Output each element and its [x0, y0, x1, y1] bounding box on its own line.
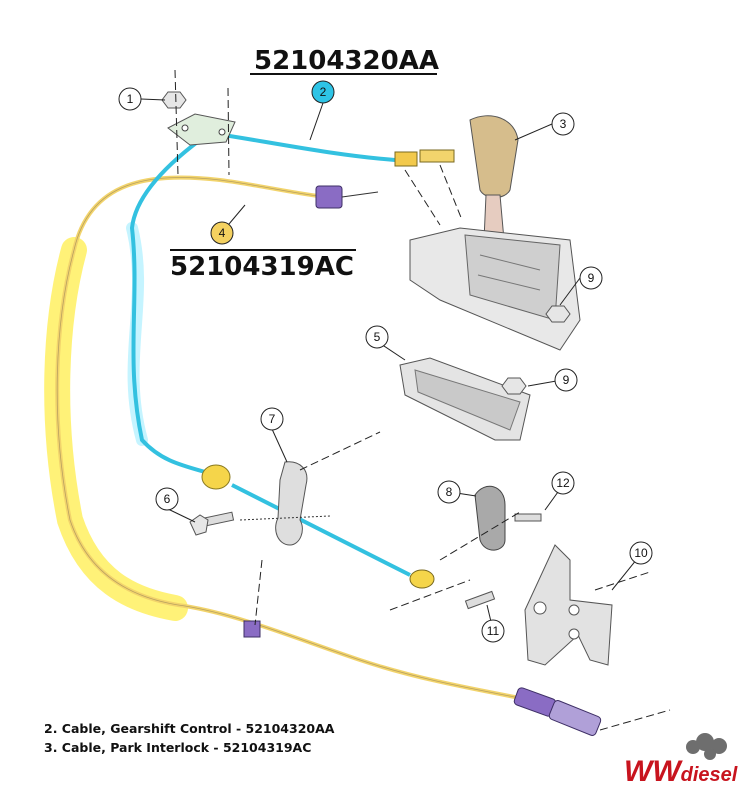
callout-11: 11	[481, 619, 505, 643]
svg-text:8: 8	[446, 485, 453, 499]
svg-text:12: 12	[556, 476, 570, 490]
nut-4	[161, 91, 187, 109]
svg-text:3: 3	[560, 117, 567, 131]
leader-lines	[140, 98, 642, 631]
gearshift-cable-rod	[231, 483, 411, 577]
svg-text:1: 1	[127, 92, 134, 106]
mounting-bracket-10	[524, 544, 613, 666]
callout-1: 3	[551, 112, 575, 136]
svg-text:2: 2	[320, 85, 327, 99]
callout-10: 10	[629, 541, 653, 565]
svg-text:4: 4	[219, 226, 226, 240]
wwdiesel-logo: WWdiesel	[624, 757, 737, 787]
bolt-12	[514, 513, 542, 522]
callout-6: 6	[155, 487, 179, 511]
svg-text:5: 5	[374, 330, 381, 344]
svg-text:9: 9	[563, 373, 570, 387]
alignment-lines	[174, 69, 671, 731]
callout-9a: 9	[579, 266, 603, 290]
gearshift-cable-fitting	[394, 151, 418, 167]
nut-9a	[545, 305, 571, 323]
logo-ww: WW	[624, 755, 681, 788]
shifter-assembly	[409, 115, 581, 351]
callout-5: 5	[365, 325, 389, 349]
callout-7: 7	[260, 407, 284, 431]
cable-end-eyelet	[409, 569, 435, 589]
callout-2: 2	[311, 80, 335, 104]
bolt-11	[464, 590, 496, 610]
cable-mount-bracket	[167, 113, 236, 146]
cable-grommet	[201, 464, 231, 490]
callout-12: 12	[551, 471, 575, 495]
legend-line-park: 3. Cable, Park Interlock - 52104319AC	[44, 740, 312, 755]
shift-lever	[275, 461, 308, 546]
svg-text:10: 10	[634, 546, 648, 560]
park-cable-edge	[56, 177, 531, 701]
svg-text:7: 7	[269, 412, 276, 426]
logo-diesel: diesel	[680, 764, 738, 786]
park-interlock-part-number: 52104319AC	[170, 252, 354, 282]
park-cable-clip	[243, 620, 261, 638]
parts-legend: 2. Cable, Gearshift Control - 52104320AA…	[44, 719, 334, 757]
callout-8: 8	[437, 480, 461, 504]
callout-4: 1	[118, 87, 142, 111]
logo-smoke	[686, 733, 727, 760]
nut-9b	[501, 377, 527, 395]
svg-text:11: 11	[487, 624, 500, 638]
svg-text:6: 6	[164, 492, 171, 506]
park-cable-end-fitting	[548, 700, 602, 736]
gearshift-part-number: 52104320AA	[254, 46, 439, 76]
callout-9b: 9	[554, 368, 578, 392]
cable-bracket-8	[474, 485, 506, 551]
callout-3: 4	[210, 221, 234, 245]
bolt-6	[203, 511, 235, 527]
shift-knob	[469, 115, 519, 198]
svg-text:9: 9	[588, 271, 595, 285]
park-cable-highlight	[44, 237, 188, 621]
legend-line-gearshift: 2. Cable, Gearshift Control - 52104320AA	[44, 721, 335, 736]
park-cable-connector	[315, 185, 343, 209]
